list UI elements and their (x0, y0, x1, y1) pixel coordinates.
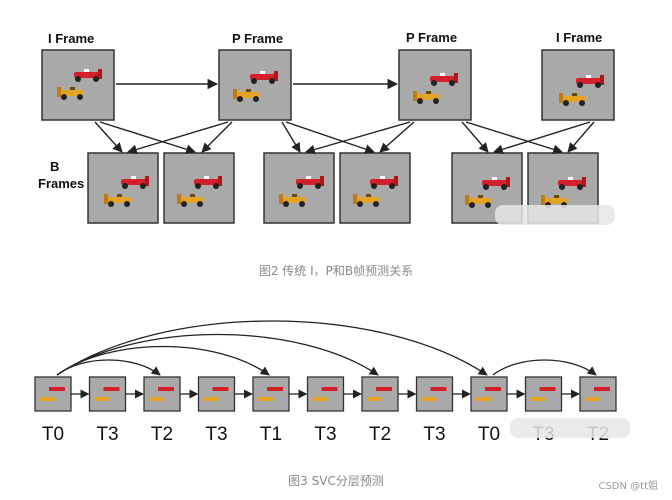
svc-frame (252, 376, 290, 412)
svc-arrows (56, 320, 597, 399)
svc-reference-arc (56, 333, 379, 376)
watermark: CSDN @tt姐 (598, 481, 658, 492)
svc-frame (524, 376, 563, 412)
svc-frame (579, 376, 617, 412)
b-frame-4 (339, 152, 411, 224)
b-frame-2 (163, 152, 235, 224)
label-p-frame-1: P Frame (232, 31, 283, 46)
svc-frame-label: T3 (423, 424, 445, 445)
frame-p-2 (398, 49, 472, 121)
frame-p-1 (218, 49, 292, 121)
svc-frame (361, 376, 399, 412)
svc-frame (306, 376, 345, 412)
svc-frame-label: T1 (260, 424, 282, 445)
label-i-frame-2: I Frame (556, 30, 602, 45)
svc-frames (34, 376, 617, 412)
svc-frame-label: T0 (42, 424, 64, 445)
frame-i-1 (41, 49, 115, 121)
svc-reference-arc (56, 345, 270, 376)
caption-figure-2: 图2 传统 I，P和B帧预测关系 (258, 264, 414, 278)
b-frame-3 (263, 152, 335, 224)
svc-frame-label: T3 (314, 424, 336, 445)
svc-frame-label: T3 (96, 424, 118, 445)
caption-figure-3: 图3 SVC分层预测 (288, 474, 384, 488)
svc-frame (415, 376, 454, 412)
label-frames: Frames (38, 176, 84, 191)
svc-frame (470, 376, 508, 412)
svc-reference-arc (492, 359, 597, 376)
svc-frame (34, 376, 72, 412)
svc-frame-label: T0 (478, 424, 500, 445)
svc-frame (197, 376, 236, 412)
b-prediction-arrows (94, 121, 595, 155)
svc-frame (88, 376, 127, 412)
svc-reference-arc (56, 320, 488, 376)
blur-patch (495, 205, 615, 225)
svc-frame (143, 376, 181, 412)
svc-frame-label: T2 (151, 424, 173, 445)
b-frame-1 (87, 152, 159, 224)
label-b: B (50, 159, 59, 174)
frame-i-2 (541, 49, 615, 121)
blur-patch-2 (510, 418, 630, 438)
svc-frame-label: T3 (205, 424, 227, 445)
label-p-frame-2: P Frame (406, 30, 457, 45)
svc-frame-label: T2 (369, 424, 391, 445)
label-i-frame-1: I Frame (48, 31, 94, 46)
svc-reference-arc (56, 359, 161, 376)
